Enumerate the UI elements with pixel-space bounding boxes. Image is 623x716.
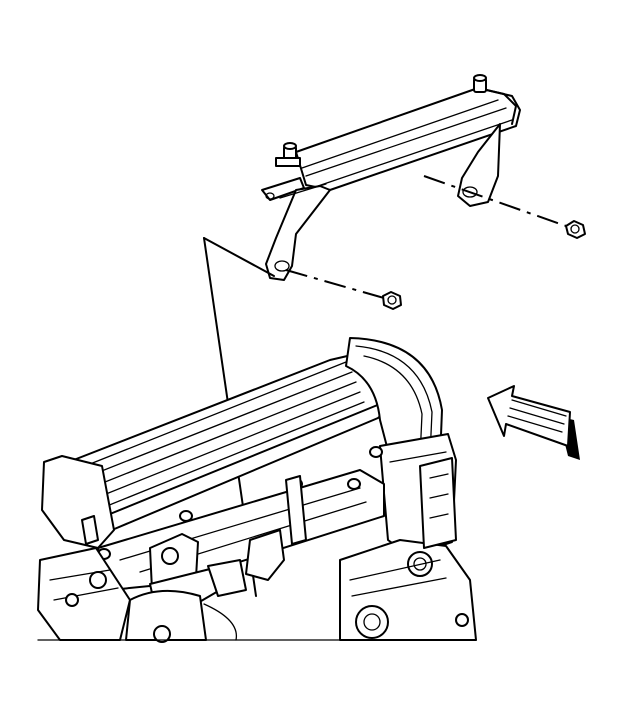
view-direction-arrow <box>487 385 580 460</box>
nut-right <box>565 220 586 239</box>
bracket-stud-left <box>275 142 301 167</box>
bracket-stud-right <box>473 74 487 93</box>
nut-center <box>382 291 402 310</box>
bracket <box>261 87 521 281</box>
engine-intake-assembly <box>37 337 477 643</box>
fastener-centerlines <box>285 175 567 299</box>
